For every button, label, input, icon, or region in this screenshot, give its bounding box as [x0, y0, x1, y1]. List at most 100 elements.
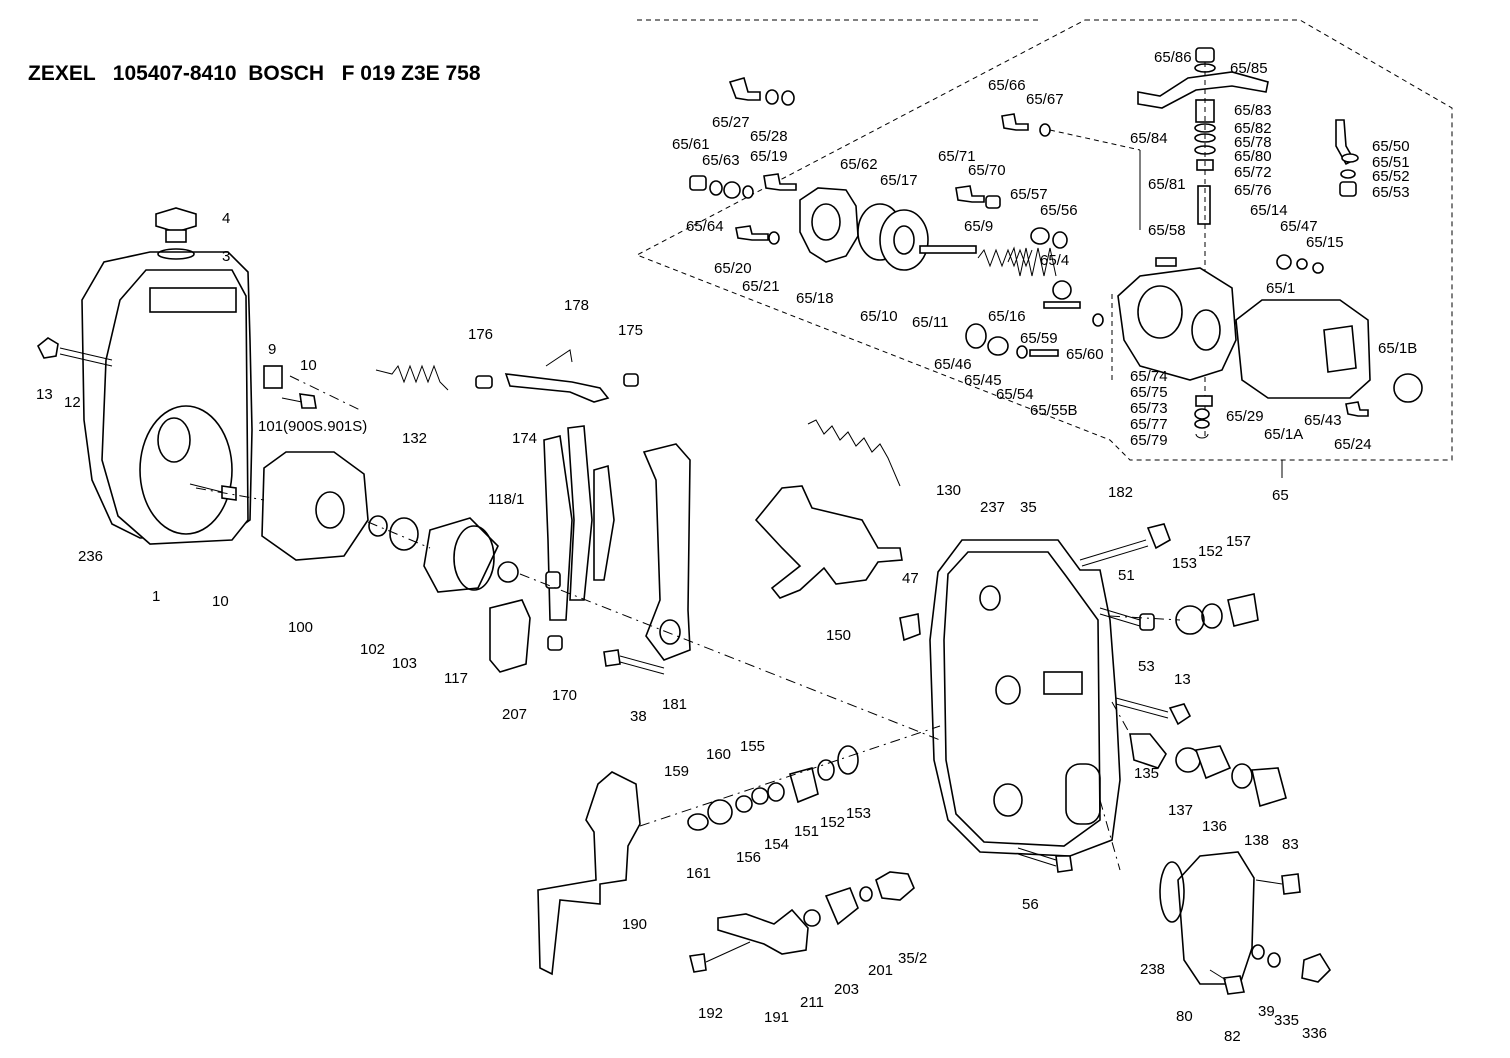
label-65-57: 65/57 [1010, 186, 1048, 203]
label-102: 102 [360, 641, 385, 658]
label-38: 38 [630, 708, 647, 725]
label-65-52: 65/52 [1372, 168, 1410, 185]
label-170: 170 [552, 687, 577, 704]
label-65-11: 65/11 [912, 314, 948, 331]
label-53: 53 [1138, 658, 1155, 675]
label-65-47: 65/47 [1280, 218, 1318, 235]
label-190: 190 [622, 916, 647, 933]
label-65-58: 65/58 [1148, 222, 1186, 239]
label-12: 12 [64, 394, 81, 411]
label-157: 157 [1226, 533, 1251, 550]
part-336 [1301, 953, 1332, 983]
label-65-78: 65/78 [1234, 134, 1272, 151]
part-65-45 [987, 336, 1009, 356]
part-65-79 [1195, 433, 1209, 439]
part-65-20 [735, 225, 769, 241]
part-237-slot [1065, 763, 1101, 825]
part-51-head [1139, 613, 1155, 631]
part-335 [1267, 952, 1281, 968]
part-100-bore [315, 491, 345, 529]
governor-assembly-group [635, 19, 1453, 478]
part-150-lever [754, 485, 903, 599]
label-335: 335 [1274, 1012, 1299, 1029]
label-65-4: 65/4 [1040, 252, 1069, 269]
label-152b: 152 [820, 814, 845, 831]
label-65-75: 65/75 [1130, 384, 1168, 401]
part-65-58 [1155, 257, 1177, 267]
part-201 [859, 886, 873, 902]
part-65-1B [1393, 373, 1423, 403]
label-65-80: 65/80 [1234, 148, 1272, 165]
label-65-59: 65/59 [1020, 330, 1058, 347]
part-65-1 [1117, 267, 1237, 381]
label-3: 3 [222, 248, 230, 265]
label-65-67: 65/67 [1026, 91, 1064, 108]
part-160 [707, 799, 733, 825]
part-237-window [1043, 671, 1083, 695]
label-65-29: 65/29 [1226, 408, 1264, 425]
part-65-29 [1235, 299, 1371, 399]
part-10-bolt-a [221, 485, 237, 501]
label-51: 51 [1118, 567, 1135, 584]
part-1-top [149, 287, 237, 313]
part-65-61 [689, 175, 707, 191]
part-65-16 [1007, 246, 1057, 277]
part-130-spring [807, 419, 901, 487]
part-207 [489, 599, 531, 673]
part-12-stud [59, 347, 113, 367]
part-175 [623, 373, 639, 387]
label-237: 237 [980, 499, 1005, 516]
part-65-73 [1194, 408, 1210, 420]
label-152a: 152 [1198, 543, 1223, 560]
part-155 [751, 787, 769, 805]
label-211: 211 [800, 994, 824, 1011]
label-101: 101(900S.901S) [258, 418, 367, 435]
part-65-14 [1276, 254, 1292, 270]
part-65-11-rod [919, 245, 977, 254]
label-207: 207 [502, 706, 527, 723]
part-192-head [689, 953, 707, 973]
label-10b: 10 [300, 357, 317, 374]
part-203 [824, 887, 859, 926]
assembly-guide-lines [195, 375, 1181, 871]
label-13b: 13 [1174, 671, 1191, 688]
part-170-pin [545, 571, 561, 589]
part-3-ring [157, 248, 195, 260]
part-182-head [1146, 523, 1171, 550]
label-65-1B: 65/1B [1378, 340, 1417, 357]
part-4-plug [155, 207, 197, 233]
label-135: 135 [1134, 765, 1159, 782]
part-65-67 [1039, 123, 1051, 137]
part-102 [368, 515, 388, 537]
label-65-76: 65/76 [1234, 182, 1272, 199]
part-65-64 [709, 180, 723, 196]
label-65-21: 65/21 [742, 278, 780, 295]
label-65-83: 65/83 [1234, 102, 1272, 119]
part-152-oring [1201, 603, 1223, 629]
part-135 [1129, 733, 1167, 769]
label-65-81: 65/81 [1148, 176, 1186, 193]
label-65-51: 65/51 [1372, 154, 1410, 171]
label-65-15: 65/15 [1306, 234, 1344, 251]
part-65-21 [768, 231, 780, 245]
label-65-63: 65/63 [702, 152, 740, 169]
part-10-shank-a [189, 483, 223, 493]
label-151: 151 [794, 823, 819, 840]
label-65-53: 65/53 [1372, 184, 1410, 201]
label-65-62: 65/62 [840, 156, 878, 173]
part-181-lever [642, 443, 691, 661]
part-65-86 [1195, 47, 1215, 63]
label-100: 100 [288, 619, 313, 636]
part-65-63b [742, 185, 754, 199]
part-211 [803, 909, 821, 927]
part-161 [687, 813, 709, 831]
label-176: 176 [468, 326, 493, 343]
label-65-85: 65/85 [1230, 60, 1268, 77]
part-237-housing [929, 539, 1121, 857]
part-117-face [453, 525, 495, 591]
label-4: 4 [222, 210, 230, 227]
part-65-84 [1137, 71, 1269, 109]
label-155: 155 [740, 738, 765, 755]
part-157 [1227, 593, 1259, 627]
part-10-shank-b [281, 397, 303, 403]
